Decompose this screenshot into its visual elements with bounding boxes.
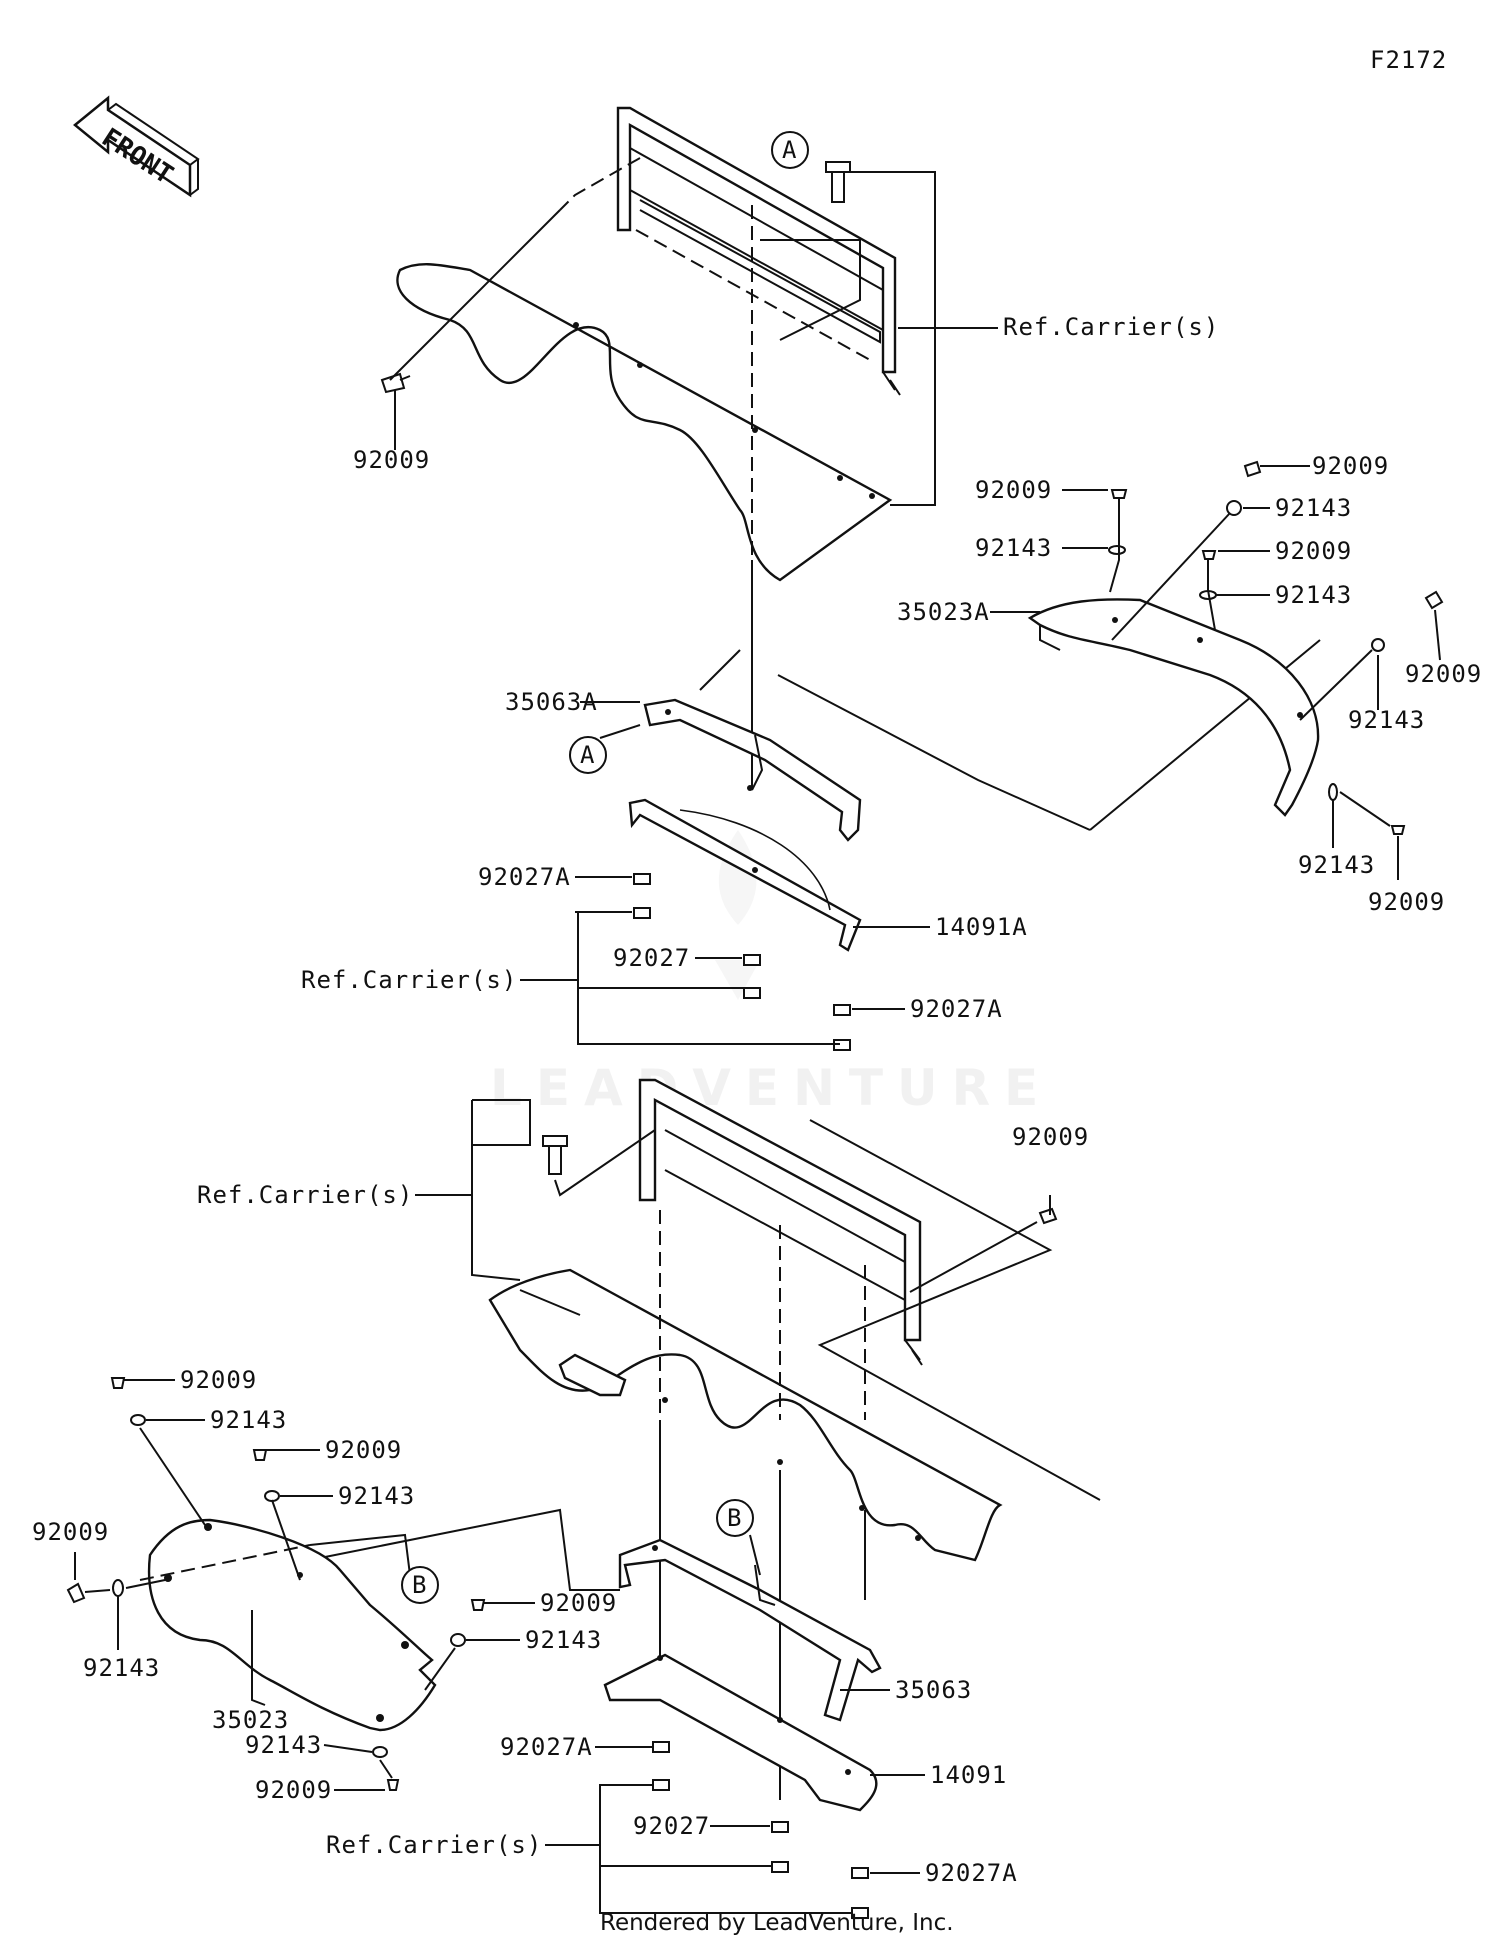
part-92143-l2: 92143 (338, 1482, 415, 1510)
callout-b-left (401, 1566, 439, 1604)
screw-icon (66, 1377, 486, 1791)
part-92009-r2: 92009 (1312, 452, 1389, 480)
part-92009-l5: 92009 (255, 1776, 332, 1804)
part-35023: 35023 (212, 1706, 289, 1734)
part-92009-r4: 92009 (1405, 660, 1482, 688)
part-92009-tl: 92009 (353, 446, 430, 474)
part-14091: 14091 (930, 1761, 1007, 1789)
part-92009-l2: 92009 (325, 1436, 402, 1464)
figure-code: F2172 (1370, 46, 1447, 74)
ref-carrier-top: Ref.Carrier(s) (1003, 313, 1219, 341)
part-92027-1: 92027 (613, 944, 690, 972)
handle-icon (558, 1353, 627, 1397)
screw-icon (1110, 460, 1444, 835)
callout-b-left-label: B (412, 1571, 427, 1599)
part-92143-l1: 92143 (210, 1406, 287, 1434)
part-92009-r1: 92009 (975, 476, 1052, 504)
watermark: LEADVENTURE (490, 1059, 1052, 1117)
callout-b-right-label: B (727, 1504, 742, 1532)
lower-carrier-frame (638, 1078, 923, 1366)
rivet-icon (1038, 1207, 1058, 1225)
part-92143-l4: 92143 (525, 1626, 602, 1654)
part-35063A: 35063A (505, 688, 598, 716)
callout-a-mid-label: A (580, 741, 595, 769)
part-14091A: 14091A (935, 913, 1028, 941)
fender-35023A (1027, 598, 1320, 817)
part-92009-lm: 92009 (1012, 1123, 1089, 1151)
ref-carrier-bot: Ref.Carrier(s) (326, 1831, 542, 1859)
part-92143-r1: 92143 (975, 534, 1052, 562)
part-92027A-1: 92027A (478, 863, 571, 891)
part-92009-l1: 92009 (180, 1366, 257, 1394)
nut-icon (633, 873, 851, 1051)
part-92143-l5: 92143 (245, 1731, 322, 1759)
ref-carrier-mid: Ref.Carrier(s) (301, 966, 517, 994)
part-35023A: 35023A (897, 598, 990, 626)
part-92009-l4: 92009 (540, 1589, 617, 1617)
callout-a-top (771, 131, 809, 169)
upper-bed-panel (396, 263, 893, 582)
bolt-icon (542, 1135, 568, 1175)
bar-14091A (628, 798, 862, 952)
part-92143-r2: 92143 (1275, 494, 1352, 522)
callout-b-right (716, 1499, 754, 1537)
upper-carrier-frame (616, 106, 901, 396)
rivet-icon (380, 372, 411, 394)
part-92027A-4: 92027A (925, 1859, 1018, 1887)
part-92009-l3: 92009 (32, 1518, 109, 1546)
part-92009-r5: 92009 (1368, 888, 1445, 916)
callout-a-top-label: A (782, 136, 797, 164)
part-92143-r4: 92143 (1348, 706, 1425, 734)
lower-bed-panel (488, 1268, 1003, 1562)
part-92143-r3: 92143 (1275, 581, 1352, 609)
bracket-35063 (618, 1538, 882, 1722)
washer-icon (112, 1414, 466, 1758)
footer-credit: Rendered by LeadVenture, Inc. (600, 1910, 954, 1936)
ref-carrier-low: Ref.Carrier(s) (197, 1181, 413, 1209)
front-arrow-icon: FRONT (73, 95, 200, 198)
part-92143-l3: 92143 (83, 1654, 160, 1682)
part-92027A-2: 92027A (910, 995, 1003, 1023)
part-92027-2: 92027 (633, 1812, 710, 1840)
bolt-icon (825, 161, 851, 203)
part-92143-r5: 92143 (1298, 851, 1375, 879)
bracket-35063A (643, 698, 862, 842)
fender-35023 (147, 1518, 437, 1732)
bar-14091 (603, 1653, 878, 1812)
part-35063: 35063 (895, 1676, 972, 1704)
callout-a-mid (569, 736, 607, 774)
part-92027A-3: 92027A (500, 1733, 593, 1761)
part-92009-r3: 92009 (1275, 537, 1352, 565)
